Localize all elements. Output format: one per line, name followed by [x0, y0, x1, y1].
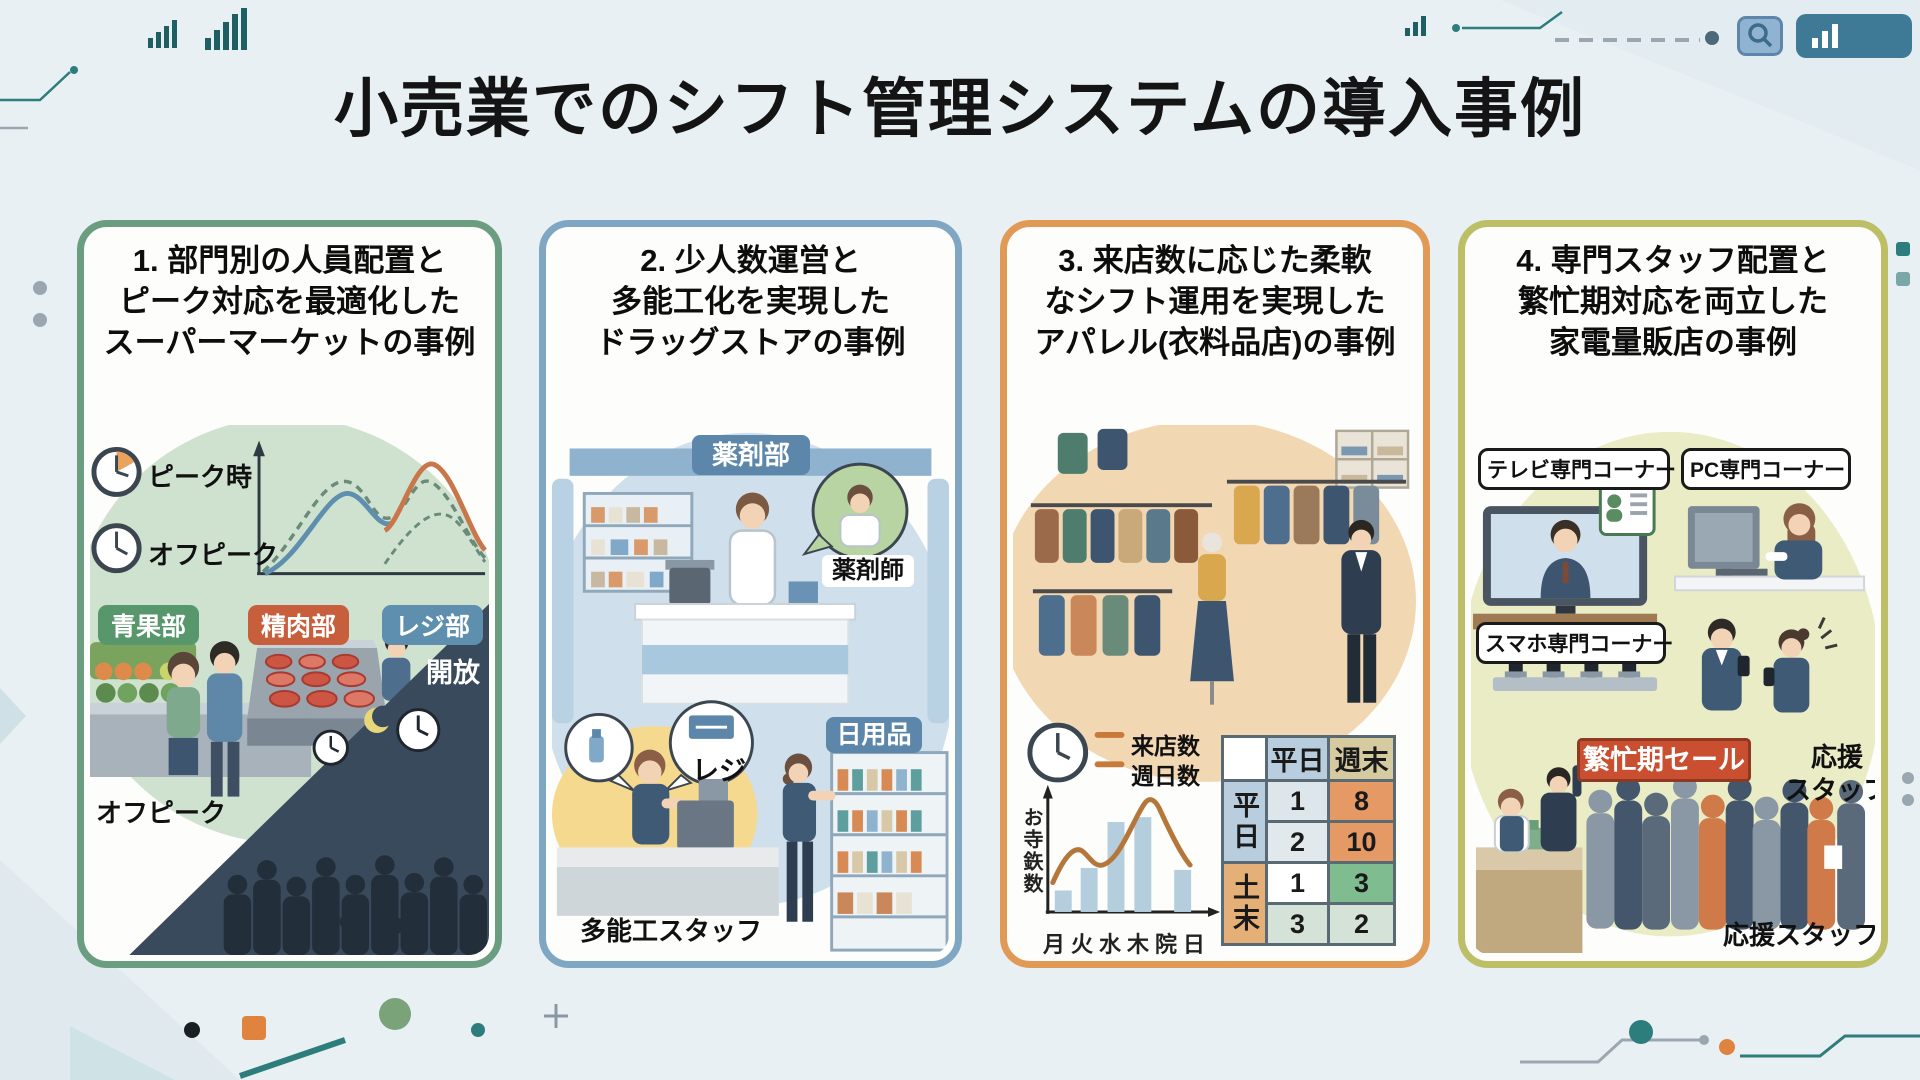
multi-skill-staff-label: 多能工スタッフ: [580, 916, 763, 946]
phone-staff-figures: [1701, 617, 1838, 713]
table-cell: 2: [1327, 902, 1396, 946]
offpeak-legend-label: オフピーク: [148, 540, 279, 570]
table-cell: 8: [1327, 779, 1396, 823]
manager-figure: [1540, 765, 1582, 852]
wall-clock-icon: [396, 708, 441, 753]
pharmacy-shelf: [582, 491, 694, 593]
pharmacist-figure: [728, 492, 777, 607]
col-header-weekend: 週末: [1327, 735, 1396, 782]
table-cell: 3: [1265, 902, 1330, 946]
pharmacist-label: 薬剤師: [822, 555, 914, 587]
bar-chart-icon: [205, 8, 247, 50]
pc-corner: [1673, 503, 1866, 592]
clock-peak-icon: [91, 447, 142, 497]
case-panel-supermarket: 1. 部門別の人員配置と ピーク対応を最適化した スーパーマーケットの事例: [77, 220, 502, 968]
electronics-scene: テレビ専門コーナー PC専門コーナー スマホ専門コーナー 繁忙期セール 応援 ス…: [1471, 425, 1875, 955]
table-cell: 1: [1265, 779, 1330, 823]
apparel-scene: 来店数 週日数 お寺鉃数 月火 水木 院日 平日 週末 平日 1 8 2 10: [1013, 425, 1417, 955]
support-staff-bottom-label: 応援スタッフ: [1723, 920, 1875, 950]
tv-corner-badge: テレビ専門コーナー: [1478, 448, 1676, 490]
counter-staff-figure: [1493, 788, 1530, 853]
night-open-label: 開放: [426, 658, 480, 688]
clock-offpeak-icon: [91, 523, 142, 574]
peak-legend-label: ピーク時: [148, 462, 253, 492]
table-cell: 3: [1327, 861, 1396, 905]
register-bubble-label: レジ: [692, 756, 746, 786]
pharmacist-bubble: [801, 462, 909, 560]
dept-badge-meat: 精肉部: [248, 605, 350, 645]
drugstore-scene: 薬剤部 薬剤師 レジ 日用品 多能工スタッフ: [552, 425, 949, 955]
staffing-curve-chart: [253, 440, 488, 576]
mannequin: [1190, 532, 1234, 705]
wall-clock-icon: [312, 729, 349, 766]
register-bubble: [664, 700, 754, 792]
wall-shirts: [1057, 428, 1128, 474]
case-panel-electronics: 4. 専門スタッフ配置と 繁忙期対応を両立した 家電量販店の事例: [1458, 220, 1888, 968]
folded-clothes-shelf: [1335, 429, 1410, 489]
panel2-title: 2. 少人数運営と 多能工化を実現した ドラッグストアの事例: [595, 243, 906, 360]
table-cell: 2: [1265, 820, 1330, 864]
table-cell: 1: [1265, 861, 1330, 905]
stats-button[interactable]: [1796, 14, 1912, 58]
pc-corner-badge: PC専門コーナー: [1681, 448, 1851, 490]
suited-figure: [1341, 519, 1382, 703]
electronics-illustration: [1471, 431, 1875, 954]
stocking-staff-figure: [782, 753, 836, 922]
row-group-weekday: 平日: [1221, 779, 1268, 864]
case-panel-apparel: 3. 来店数に応じた柔軟 なシフト運用を実現した アパレル(衣料品店)の事例: [1000, 220, 1430, 968]
legend-weekdays-label: 週日数: [1131, 763, 1200, 789]
row-group-weekend: 土末: [1221, 861, 1268, 946]
checkout-counter: [1475, 820, 1583, 954]
bar-chart-icon: [1812, 24, 1838, 48]
col-header-weekday: 平日: [1265, 735, 1330, 782]
visitor-bar-chart: [1042, 784, 1220, 917]
panel4-title: 4. 専門スタッフ配置と 繁忙期対応を両立した 家電量販店の事例: [1516, 243, 1830, 360]
id-card-icon: [1598, 475, 1656, 536]
cashier-figure: [632, 749, 687, 845]
night-crowd: [223, 855, 488, 955]
clock-icon: [1027, 722, 1089, 783]
moon-icon: [364, 705, 394, 734]
daily-goods-badge: 日用品: [826, 717, 922, 753]
drugstore-illustration: [552, 432, 949, 952]
goods-shelf: [830, 751, 949, 952]
table-row: 2 10: [1223, 820, 1396, 864]
clothes-rack: [1030, 503, 1213, 563]
busy-season-sale-banner: 繁忙期セール: [1577, 738, 1751, 782]
table-row: 3 2: [1223, 902, 1396, 946]
bar-chart-icon: [148, 20, 177, 48]
panel3-title: 3. 来店数に応じた柔軟 なシフト運用を実現した アパレル(衣料品店)の事例: [1034, 243, 1396, 360]
staff-figure: [206, 641, 243, 797]
table-row: 土末 1 3: [1221, 861, 1396, 946]
pharmacy-dept-banner: 薬剤部: [692, 435, 810, 475]
offpeak-bottom-label: オフピーク: [96, 798, 227, 828]
shopper-figure: [166, 651, 201, 776]
table-row: 平日 週末: [1221, 735, 1396, 782]
phone-corner-badge: スマホ専門コーナー: [1476, 622, 1673, 664]
apparel-illustration: [1013, 425, 1416, 917]
bottle-bubble: [564, 712, 635, 792]
supermarket-scene: ピーク時 オフピーク 青果部 精肉部 レジ部 開放 オフピーク: [90, 425, 489, 955]
page-title: 小売業でのシフト管理システムの導入事例: [333, 73, 1587, 145]
shift-table: 平日 週末 平日 1 8 2 10 土末 1 3 3 2: [1221, 735, 1396, 946]
table-row: 平日 1 8: [1221, 779, 1396, 864]
chart-ylabel: お寺鉃数: [1020, 807, 1042, 895]
support-staff-top-label: 応援 スタッフ: [1785, 742, 1875, 805]
table-cell: 10: [1327, 820, 1396, 864]
search-button[interactable]: [1737, 16, 1783, 56]
dept-badge-produce: 青果部: [98, 605, 200, 645]
dept-badge-register: レジ部: [382, 605, 484, 645]
bar-chart-icon: [1405, 16, 1426, 36]
supermarket-illustration: [90, 425, 489, 955]
panel1-title: 1. 部門別の人員配置と ピーク対応を最適化した スーパーマーケットの事例: [103, 243, 476, 360]
magnifier-icon: [1748, 23, 1773, 48]
legend-visitors-label: 来店数: [1131, 733, 1200, 759]
chart-xlabels: 月火 水木 院日: [1043, 932, 1205, 955]
clothes-rack: [1032, 589, 1173, 656]
case-panel-drugstore: 2. 少人数運営と 多能工化を実現した ドラッグストアの事例: [539, 220, 962, 968]
customer-queue: [1586, 775, 1866, 930]
